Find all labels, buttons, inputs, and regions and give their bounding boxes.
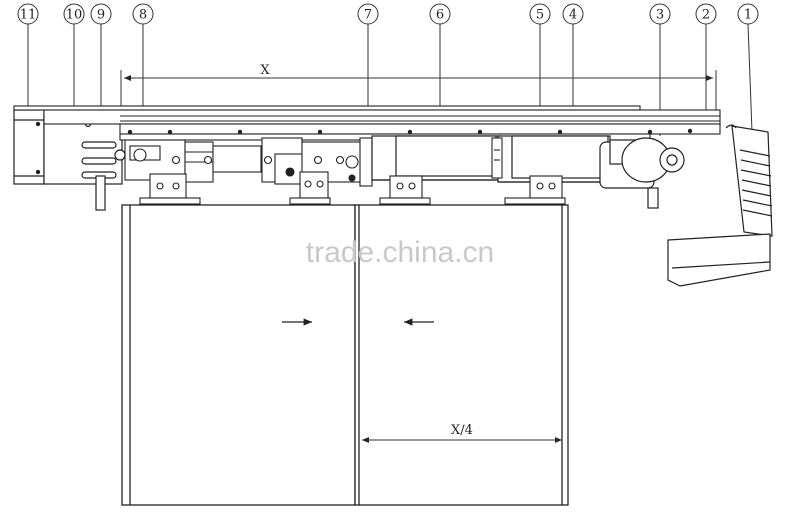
- dimension-x-label: X: [260, 63, 270, 78]
- callout-1-label: 1: [744, 8, 752, 23]
- end-cover-1: [725, 124, 773, 237]
- dimension-x: [120, 70, 717, 112]
- callout-3-label: 3: [656, 8, 664, 23]
- callout-9-label: 9: [97, 8, 105, 23]
- callout-4: 4: [562, 3, 584, 25]
- callout-10-label: 10: [66, 8, 83, 23]
- left-carriage-assembly: [124, 137, 373, 187]
- track-bolts: [127, 128, 693, 135]
- callout-7-label: 7: [364, 8, 372, 23]
- callout-1: 1: [737, 3, 759, 25]
- power-box-4: [497, 135, 611, 183]
- callout-4-label: 4: [569, 8, 577, 23]
- callout-leaders: [27, 23, 753, 185]
- callout-11: 11: [17, 3, 39, 25]
- callout-8: 8: [132, 3, 154, 25]
- callout-3: 3: [649, 3, 671, 25]
- callout-5: 5: [529, 3, 551, 25]
- callout-11-label: 11: [20, 8, 37, 23]
- callout-9: 9: [90, 3, 112, 25]
- callout-10: 10: [63, 3, 85, 25]
- callout-6: 6: [429, 3, 451, 25]
- dimension-quarter-label: X/4: [451, 423, 473, 438]
- callout-2-label: 2: [702, 8, 710, 23]
- door-hangers: [139, 171, 566, 205]
- track-beam: [13, 105, 721, 141]
- callout-8-label: 8: [139, 8, 147, 23]
- door-leaf-right: [354, 204, 569, 506]
- controller-box-6: [371, 135, 501, 181]
- left-end-bracket: [13, 109, 126, 211]
- motor-3: [599, 137, 685, 209]
- belt-tensioner-5: [491, 137, 503, 179]
- battery-box: [667, 233, 771, 287]
- callout-6-label: 6: [436, 8, 444, 23]
- door-leaf-left: [121, 204, 356, 506]
- watermark-text: trade.china.cn: [306, 236, 494, 269]
- callout-7: 7: [357, 3, 379, 25]
- callout-5-label: 5: [536, 8, 544, 23]
- callout-2: 2: [695, 3, 717, 25]
